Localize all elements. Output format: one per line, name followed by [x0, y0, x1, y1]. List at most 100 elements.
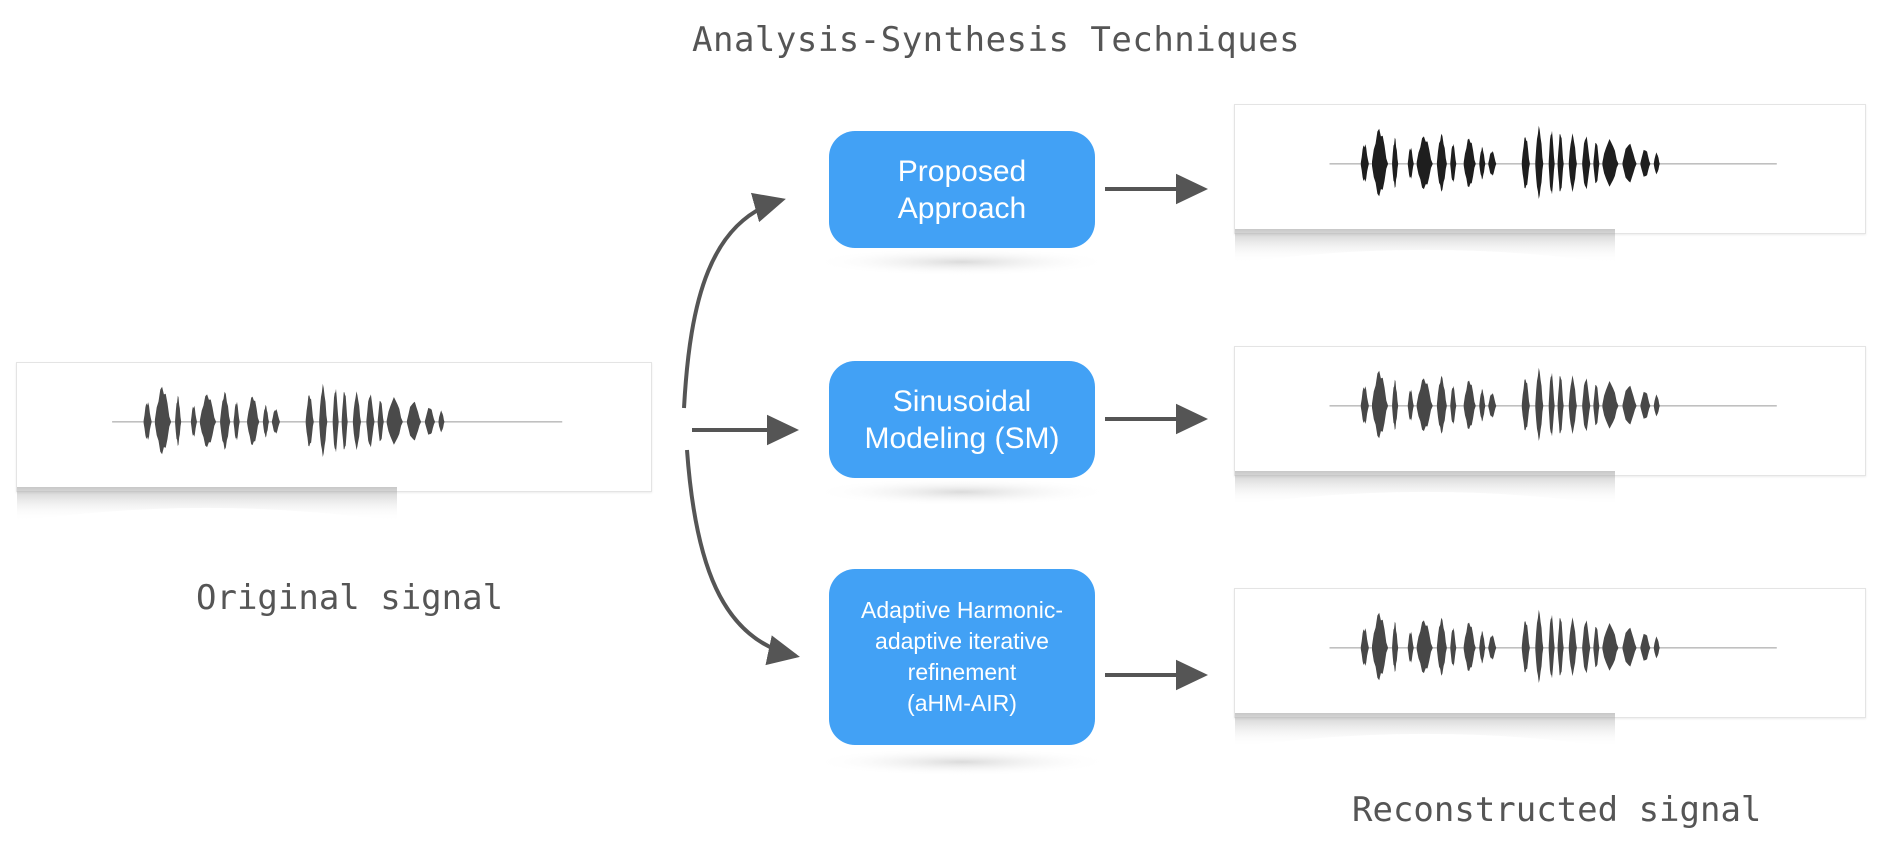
reconstructed-waveform-icon: [1329, 367, 1777, 441]
waveform-segment: [1622, 385, 1639, 425]
waveform-segment: [1535, 367, 1545, 441]
waveform-segment: [247, 396, 261, 446]
waveform-segment: [1436, 617, 1448, 676]
waveform-segment: [352, 391, 362, 451]
waveform-segment: [386, 397, 405, 445]
waveform-segment: [1593, 142, 1601, 184]
method-label-line: refinement: [907, 659, 1017, 685]
waveform-segment: [1372, 612, 1390, 681]
waveform-segment: [341, 392, 349, 450]
waveform-segment: [1622, 143, 1639, 183]
waveform-segment: [305, 395, 315, 447]
arrow-icon: [685, 449, 800, 666]
reconstructed-signal-card-sm: [1234, 346, 1866, 506]
waveform-segment: [1593, 384, 1601, 426]
card-shadow: [1235, 713, 1615, 748]
method-label-line: Proposed: [897, 154, 1027, 188]
waveform-segment: [1535, 609, 1545, 683]
waveform-segment: [1602, 139, 1621, 187]
waveform-segment: [199, 394, 218, 448]
method-label-line: Sinusoidal: [892, 384, 1032, 418]
method-label-line: (aHM-AIR): [907, 690, 1017, 716]
waveform-segment: [1416, 620, 1435, 674]
waveform-segment: [1640, 149, 1652, 177]
reconstructed-waveform-icon: [1329, 125, 1777, 199]
waveform-segment: [1640, 391, 1652, 419]
waveform-segment: [1479, 146, 1487, 180]
waveform-segment: [1463, 622, 1478, 672]
method-shadow: [812, 478, 1112, 506]
waveform-segment: [438, 410, 446, 433]
original-waveform-icon: [112, 383, 563, 457]
waveform-segment: [1450, 385, 1457, 425]
waveform-segment: [1568, 617, 1578, 677]
method-shadow: [812, 248, 1112, 276]
reconstructed-signal-card-proposed: [1234, 104, 1866, 264]
waveform-segment: [377, 400, 385, 442]
waveform-segment: [406, 401, 423, 441]
waveform-segment: [1372, 370, 1390, 439]
waveform-segment: [262, 404, 270, 438]
method-label-line: adaptive iterative: [875, 628, 1049, 654]
method-label-line: Approach: [897, 191, 1027, 225]
waveform-segment: [1582, 620, 1592, 674]
diagram-title: Analysis-Synthesis Techniques: [692, 20, 1301, 60]
waveform-segment: [1548, 614, 1556, 679]
method-label-line: Adaptive Harmonic-: [861, 597, 1063, 623]
waveform-segment: [1602, 623, 1621, 671]
card-shadow: [1235, 471, 1615, 506]
waveform-segment: [332, 388, 340, 453]
waveform-segment: [1392, 137, 1399, 188]
waveform-segment: [1488, 393, 1498, 418]
waveform-segment: [1436, 133, 1448, 192]
reconstructed-signal-label: Reconstructed signal: [1352, 790, 1762, 830]
waveform-segment: [1488, 151, 1498, 176]
method-box-ahm-air: Adaptive Harmonic- adaptive iterative re…: [829, 569, 1095, 745]
waveform-segment: [1535, 125, 1545, 199]
method-box-proposed-approach: Proposed Approach: [829, 131, 1095, 248]
waveform-segment: [1479, 388, 1487, 422]
waveform-segment: [1640, 633, 1652, 661]
waveform-segment: [1463, 138, 1478, 188]
waveform-segment: [1479, 630, 1487, 664]
waveform-segment: [1568, 375, 1578, 435]
method-box-sinusoidal-modeling: Sinusoidal Modeling (SM): [829, 361, 1095, 478]
waveform-segment: [1463, 380, 1478, 430]
waveform-segment: [233, 401, 241, 441]
waveform-segment: [1521, 379, 1531, 431]
card-shadow: [1235, 229, 1615, 264]
waveform-segment: [1450, 143, 1457, 183]
waveform-segment: [190, 405, 198, 437]
waveform-segment: [1568, 133, 1578, 193]
waveform-segment: [1436, 375, 1448, 434]
waveform-segment: [1360, 628, 1370, 666]
waveform-segment: [1407, 631, 1415, 663]
waveform-segment: [1593, 626, 1601, 668]
waveform-segment: [1360, 144, 1370, 182]
waveform-segment: [1602, 381, 1621, 429]
waveform-segment: [220, 391, 232, 450]
waveform-segment: [1653, 152, 1661, 175]
waveform-segment: [175, 395, 182, 446]
original-signal-card: [16, 362, 652, 522]
waveform-segment: [1622, 627, 1639, 667]
waveform-segment: [1450, 627, 1457, 667]
waveform-segment: [1548, 130, 1556, 195]
original-signal-label: Original signal: [196, 578, 504, 618]
method-label-line: Modeling (SM): [864, 421, 1060, 455]
waveform-segment: [1416, 136, 1435, 190]
reconstructed-waveform-icon: [1329, 609, 1777, 683]
waveform-segment: [1360, 386, 1370, 424]
waveform-segment: [1372, 128, 1390, 197]
waveform-segment: [143, 402, 153, 440]
waveform-segment: [1521, 137, 1531, 189]
waveform-segment: [1392, 379, 1399, 430]
waveform-segment: [1521, 621, 1531, 673]
waveform-segment: [271, 409, 281, 434]
waveform-segment: [1557, 376, 1565, 434]
waveform-segment: [366, 394, 376, 448]
waveform-segment: [1582, 378, 1592, 432]
waveform-segment: [1557, 134, 1565, 192]
waveform-segment: [1416, 378, 1435, 432]
waveform-segment: [1488, 635, 1498, 660]
